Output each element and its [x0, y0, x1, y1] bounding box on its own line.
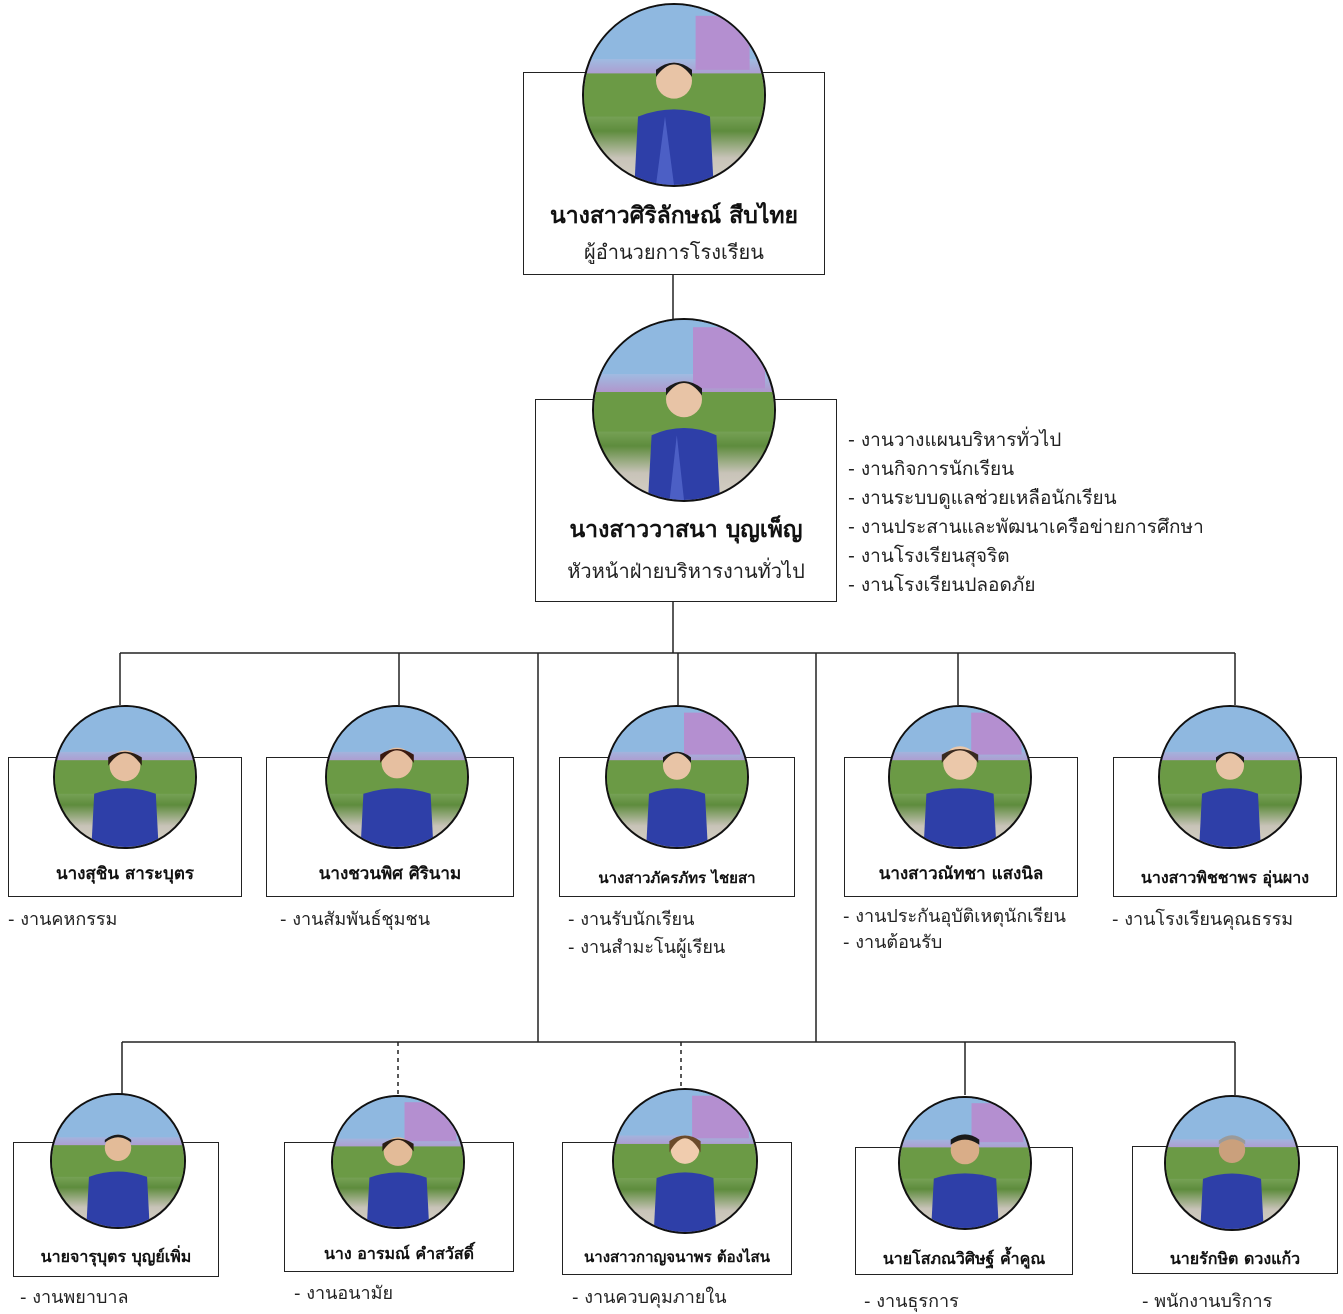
duty-item: - งานโรงเรียนคุณธรรม — [1112, 909, 1294, 930]
duty-item: - งานควบคุมภายใน — [572, 1287, 727, 1308]
staff-duties: - งานคหกรรม — [8, 906, 117, 934]
person-icon — [594, 320, 774, 500]
head-name: นางสาววาสนา บุญเพ็ญ — [569, 517, 803, 543]
staff-name: นางสาวพิชชาพร อุ่นผาง — [1140, 868, 1310, 887]
staff-name: นาง อารมณ์ คำสวัสดิ์ — [323, 1244, 475, 1263]
duty-item: - งานต้อนรับ — [843, 932, 943, 953]
duty-item: - งานระบบดูแลช่วยเหลือนักเรียน — [848, 487, 1117, 509]
staff-duties: - งานสัมพันธ์ชุมชน — [280, 906, 430, 934]
director-name: นางสาวศิริลักษณ์ สืบไทย — [549, 203, 799, 229]
head-photo — [592, 318, 776, 502]
staff-name: นางชวนพิศ ศิรินาม — [318, 864, 462, 884]
person-icon — [584, 5, 764, 185]
person-icon — [327, 707, 467, 847]
staff-duties: - งานรับนักเรียน - งานสำมะโนผู้เรียน — [568, 906, 725, 962]
staff-name: นายจารุบุตร บุญย์เพิ่ม — [40, 1247, 192, 1266]
duty-item: - งานอนามัย — [294, 1283, 394, 1304]
staff-photo — [50, 1093, 186, 1229]
duty-item: - งานธุรการ — [864, 1291, 959, 1312]
staff-duties: - พนักงานบริการ — [1142, 1290, 1272, 1314]
duty-item: - งานพยาบาล — [20, 1287, 129, 1308]
staff-photo — [612, 1088, 758, 1234]
person-icon — [900, 1098, 1030, 1228]
head-duties: - งานวางแผนบริหารทั่วไป - งานกิจการนักเร… — [848, 426, 1204, 600]
staff-duties: - งานโรงเรียนคุณธรรม — [1112, 906, 1293, 934]
staff-photo — [888, 705, 1032, 849]
head-role: หัวหน้าฝ่ายบริหารงานทั่วไป — [567, 559, 805, 583]
person-icon — [614, 1090, 756, 1232]
staff-duties: - งานธุรการ — [864, 1290, 959, 1314]
duty-item: - งานโรงเรียนปลอดภัย — [848, 574, 1036, 596]
staff-photo — [1158, 705, 1302, 849]
staff-name: นายรักษิต ดวงแก้ว — [1169, 1249, 1301, 1268]
duty-item: - งานคหกรรม — [8, 909, 118, 930]
duty-item: - งานสำมะโนผู้เรียน — [568, 937, 726, 958]
staff-name: นางสาวณัทชา แสงนิล — [878, 864, 1044, 884]
duty-item: - งานประกันอุบัติเหตุนักเรียน — [843, 906, 1066, 927]
staff-duties: - งานประกันอุบัติเหตุนักเรียน - งานต้อนร… — [843, 904, 1066, 956]
staff-duties: - งานอนามัย — [294, 1280, 393, 1308]
director-role: ผู้อำนวยการโรงเรียน — [584, 240, 764, 264]
duty-item: - งานกิจการนักเรียน — [848, 458, 1015, 480]
staff-photo — [1164, 1095, 1300, 1231]
person-icon — [890, 707, 1030, 847]
duty-item: - งานวางแผนบริหารทั่วไป — [848, 429, 1062, 451]
director-photo — [582, 3, 766, 187]
staff-name: นางสาวกาญจนาพร ต้องไสน — [584, 1248, 770, 1266]
staff-photo — [898, 1096, 1032, 1230]
staff-photo — [331, 1095, 465, 1229]
person-icon — [333, 1097, 463, 1227]
person-icon — [1166, 1097, 1298, 1229]
person-icon — [607, 707, 747, 847]
duty-item: - พนักงานบริการ — [1142, 1291, 1273, 1312]
staff-name: นางสุชิน สาระบุตร — [55, 864, 195, 884]
person-icon — [52, 1095, 184, 1227]
staff-duties: - งานพยาบาล — [20, 1284, 129, 1312]
duty-item: - งานประสานและพัฒนาเครือข่ายการศึกษา — [848, 516, 1204, 538]
staff-name: นางสาวภัครภัทร ไชยสา — [598, 869, 756, 887]
duty-item: - งานสัมพันธ์ชุมชน — [280, 909, 431, 930]
person-icon — [55, 707, 195, 847]
staff-photo — [53, 705, 197, 849]
person-icon — [1160, 707, 1300, 847]
duty-item: - งานรับนักเรียน — [568, 909, 695, 930]
staff-photo — [605, 705, 749, 849]
duty-item: - งานโรงเรียนสุจริต — [848, 545, 1010, 567]
staff-duties: - งานควบคุมภายใน — [572, 1284, 727, 1312]
staff-name: นายโสภณวิศิษฐ์ ค้ำคูณ — [882, 1249, 1046, 1268]
staff-photo — [325, 705, 469, 849]
